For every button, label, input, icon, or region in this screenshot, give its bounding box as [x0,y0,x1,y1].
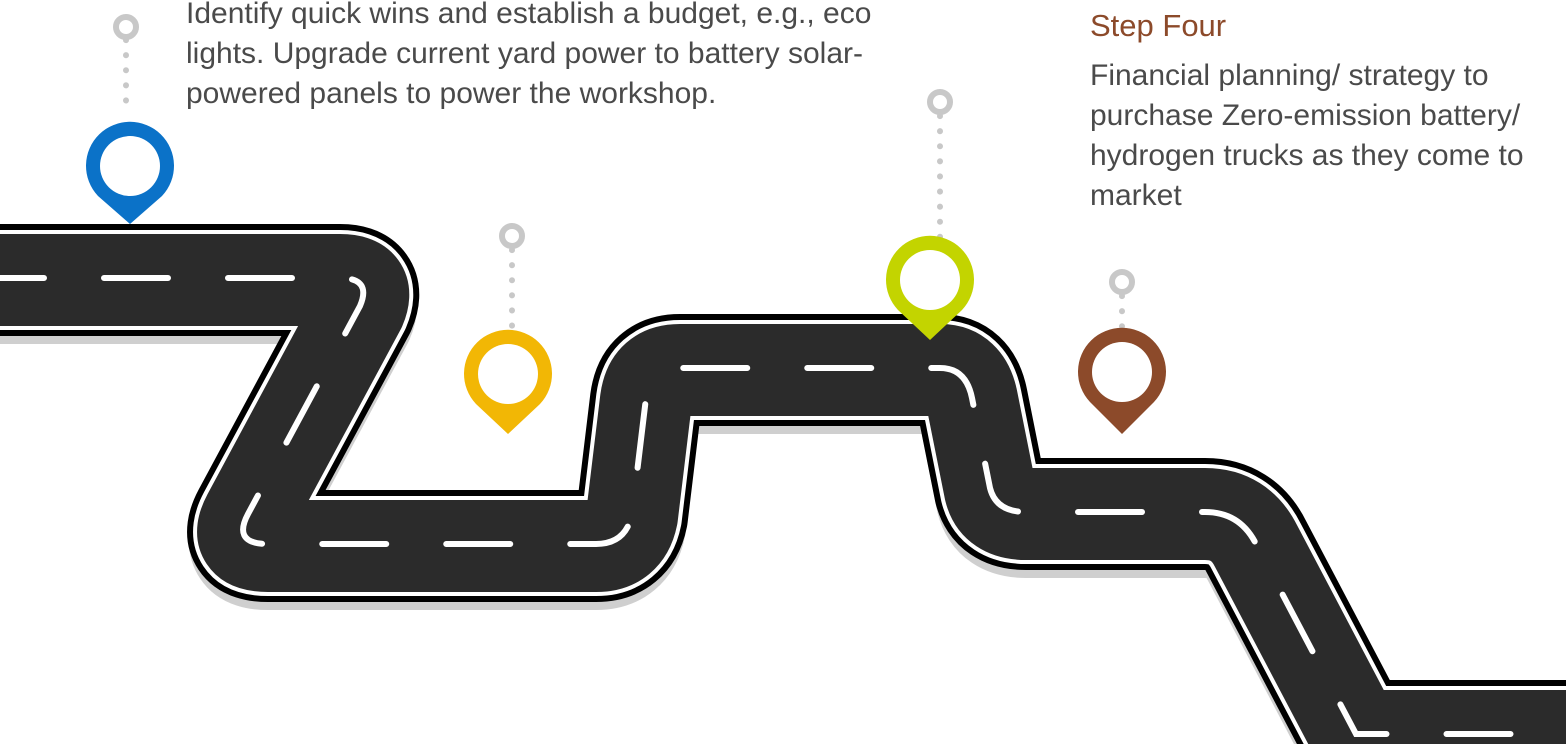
step-four-title: Step Four [1090,8,1227,43]
map-pin-icon [886,235,974,340]
map-pin-icon [464,329,552,434]
step-four-description: Financial planning/ strategy to purchase… [1090,59,1524,212]
pin-stems [113,14,1135,333]
road-surface [0,234,1566,744]
map-pin-icon [86,121,174,225]
step-one-description: Identify quick wins and establish a budg… [186,0,872,110]
map-pin-icon [1078,327,1166,434]
road-center-dashes [0,275,1566,737]
